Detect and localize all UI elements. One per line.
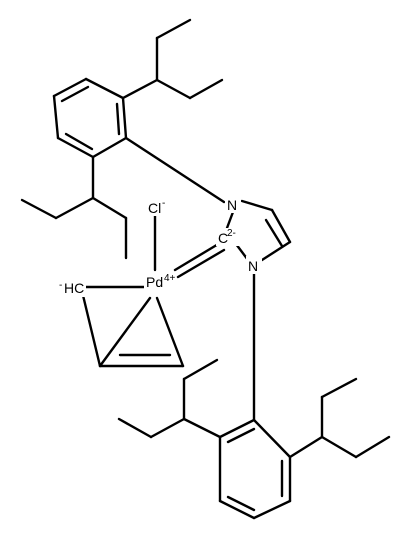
label-mask	[246, 256, 262, 274]
bond	[270, 208, 292, 244]
bond	[98, 296, 152, 368]
bond	[149, 417, 186, 439]
atom-label-methylene: - HC	[58, 279, 86, 297]
bottom-aryl-ring	[218, 418, 292, 520]
bottom-ring-right-pentyl	[288, 377, 391, 459]
atom-label-n-bottom: N	[246, 256, 262, 274]
atom-label-n-top: N	[225, 195, 241, 213]
aromatic-double-bond	[115, 102, 121, 136]
chloride-charge: -	[162, 198, 165, 209]
chloride-symbol: Cl	[148, 200, 161, 216]
bond	[354, 435, 391, 459]
bond-aryl-to-n-top	[124, 136, 226, 204]
bond	[176, 248, 226, 279]
top-aryl-ring	[52, 77, 128, 159]
bond	[188, 78, 224, 100]
atom-label-chloride: Cl -	[145, 198, 167, 216]
bond	[155, 18, 192, 40]
bond	[52, 77, 88, 98]
bond	[288, 435, 324, 459]
palladium-symbol: Pd	[146, 274, 163, 290]
bond	[79, 285, 102, 368]
bond	[91, 196, 128, 220]
atom-label-palladium: Pd 4+	[144, 272, 176, 290]
aromatic-double-bond	[64, 132, 94, 151]
bond	[260, 240, 292, 262]
bond	[121, 78, 159, 100]
bond	[182, 417, 222, 439]
bond	[155, 78, 192, 100]
bond	[52, 94, 60, 140]
carbene-charge: 2-	[227, 228, 236, 239]
bond	[240, 199, 274, 212]
label-mask	[216, 228, 242, 246]
bond	[173, 241, 222, 272]
n-top-symbol: N	[227, 197, 237, 213]
bond	[218, 499, 256, 520]
atom-label-carbene: C 2-	[216, 228, 242, 246]
methylene-charge: -	[59, 280, 62, 291]
n-bottom-symbol: N	[248, 258, 258, 274]
methylene-symbol: HC	[64, 280, 84, 296]
aromatic-double-bond	[226, 495, 256, 512]
label-mask	[58, 279, 86, 297]
top-ring-lower-pentyl	[20, 155, 128, 260]
palladium-charge: 4+	[164, 273, 176, 284]
aromatic-double-bond	[60, 85, 90, 103]
bond	[218, 418, 256, 439]
bond	[20, 198, 58, 220]
label-mask	[144, 272, 176, 290]
aromatic-double-bond	[226, 427, 256, 444]
bond	[320, 435, 358, 459]
top-ring-upper-pentyl	[121, 18, 224, 100]
bond	[320, 377, 358, 399]
bond	[155, 296, 185, 368]
carbene-palladium-double-bond	[173, 241, 226, 279]
allyl-fragment	[79, 285, 185, 368]
carbene-symbol: C	[218, 230, 228, 246]
bond	[182, 358, 219, 381]
bond	[225, 210, 235, 230]
bond	[252, 418, 292, 459]
bond	[56, 136, 95, 159]
bottom-ring-left-pentyl	[117, 358, 222, 439]
aromatic-double-bond	[264, 218, 284, 248]
label-mask	[145, 198, 167, 216]
bond	[54, 196, 95, 220]
bond	[91, 136, 128, 159]
bond	[121, 96, 128, 140]
label-mask	[225, 195, 241, 213]
bond	[84, 77, 125, 100]
bond	[117, 417, 153, 439]
bond	[252, 499, 292, 520]
imidazolylidene-ring	[225, 199, 292, 262]
